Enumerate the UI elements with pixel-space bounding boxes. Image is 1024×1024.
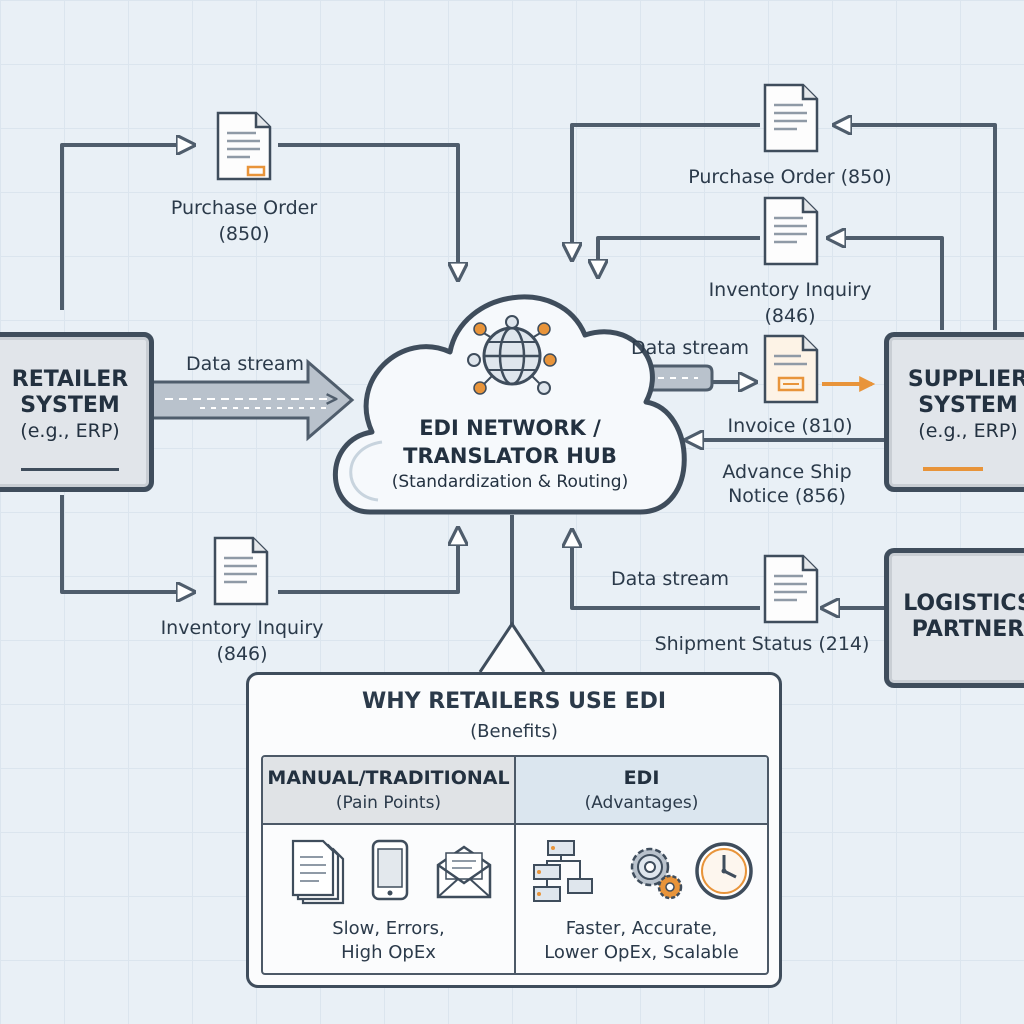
retailer-po-arrow-hub xyxy=(278,143,458,278)
retailer-stream-label: Data stream xyxy=(186,353,304,375)
envelope-icon xyxy=(436,845,492,899)
supplier-po-arrow-in xyxy=(836,125,997,330)
document-icon xyxy=(763,554,819,624)
document-icon xyxy=(763,196,819,266)
document-icon xyxy=(216,111,272,181)
retailer-inv-arrow-hub xyxy=(278,530,458,594)
supplier-title-2: SYSTEM xyxy=(918,393,1018,418)
logistics-title-2: PARTNER xyxy=(911,617,1024,642)
edi-title: EDI xyxy=(623,767,660,789)
retailer-inv-label: Inventory Inquiry xyxy=(161,617,324,639)
phone-icon xyxy=(371,839,409,901)
document-icon xyxy=(213,536,269,606)
supplier-inv-arrow-hub xyxy=(598,236,760,275)
flow-lines xyxy=(60,123,997,624)
supplier-stream-label: Data stream xyxy=(631,337,749,359)
edi-desc-1: Faster, Accurate, xyxy=(565,918,718,939)
supplier-inv-arrow-in xyxy=(830,238,944,330)
manual-description: Slow, Errors, High OpEx xyxy=(263,917,514,965)
manual-header: MANUAL/TRADITIONAL (Pain Points) xyxy=(263,757,514,825)
hub-label: EDI NETWORK / TRANSLATOR HUB (Standardiz… xyxy=(360,414,660,494)
edi-icons xyxy=(516,837,767,907)
hub-title-2: TRANSLATOR HUB xyxy=(403,444,617,468)
retailer-inv-code: (846) xyxy=(216,643,267,665)
callout-pointer xyxy=(478,621,546,673)
retailer-po-code: (850) xyxy=(218,223,269,245)
hub-subtitle: (Standardization & Routing) xyxy=(391,472,629,492)
manual-desc-2: High OpEx xyxy=(341,942,436,963)
logistics-arrow-hub xyxy=(572,532,760,610)
manual-icons xyxy=(263,837,514,907)
edi-hub-cloud xyxy=(333,294,687,515)
edi-column: EDI (Advantages) xyxy=(516,757,767,973)
supplier-system-box: SUPPLIER SYSTEM (e.g., ERP) xyxy=(884,332,1024,492)
globe-network-icon xyxy=(467,315,557,395)
benefits-panel: WHY RETAILERS USE EDI (Benefits) MANUAL/… xyxy=(246,672,782,988)
asn-code: Notice (856) xyxy=(728,485,846,507)
edi-desc-2: Lower OpEx, Scalable xyxy=(544,942,739,963)
logistics-title-1: LOGISTICS xyxy=(903,591,1024,616)
retailer-system-box: RETAILER SYSTEM (e.g., ERP) xyxy=(0,332,154,492)
edi-subtitle: (Advantages) xyxy=(584,793,699,813)
supplier-inv-label: Inventory Inquiry xyxy=(709,279,872,301)
document-icon xyxy=(763,334,819,404)
retailer-po-arrow-out xyxy=(60,145,192,310)
retailer-stream-arrow xyxy=(148,358,355,442)
clock-icon xyxy=(695,842,753,900)
benefits-comparison-table: MANUAL/TRADITIONAL (Pain Points) xyxy=(261,755,769,975)
logistics-partner-box: LOGISTICS PARTNER xyxy=(884,548,1024,688)
benefits-subtitle: (Benefits) xyxy=(470,721,558,742)
manual-column: MANUAL/TRADITIONAL (Pain Points) xyxy=(263,757,516,973)
supplier-subtitle: (e.g., ERP) xyxy=(918,420,1018,442)
monitor-accent-line xyxy=(923,467,983,471)
supplier-po-arrow-hub xyxy=(572,123,760,258)
manual-subtitle: (Pain Points) xyxy=(335,793,442,813)
retailer-po-label: Purchase Order xyxy=(171,197,318,219)
invoice-label: Invoice (810) xyxy=(727,415,852,437)
manual-desc-1: Slow, Errors, xyxy=(332,918,445,939)
shipment-label: Shipment Status (214) xyxy=(655,633,870,655)
retailer-subtitle: (e.g., ERP) xyxy=(20,420,120,442)
gears-icon xyxy=(630,847,683,900)
manual-title: MANUAL/TRADITIONAL xyxy=(267,767,510,789)
edi-description: Faster, Accurate, Lower OpEx, Scalable xyxy=(516,917,767,965)
supplier-title-1: SUPPLIER xyxy=(907,367,1024,392)
server-icon xyxy=(533,840,593,902)
paper-stack-icon xyxy=(291,839,345,905)
monitor-stand-line xyxy=(21,468,119,471)
retailer-title-2: SYSTEM xyxy=(20,393,120,418)
document-icon xyxy=(763,83,819,153)
supplier-inv-code: (846) xyxy=(764,305,815,327)
benefits-title: WHY RETAILERS USE EDI xyxy=(361,689,667,714)
asn-label: Advance Ship xyxy=(722,461,851,483)
logistics-stream-label: Data stream xyxy=(611,568,729,590)
supplier-po-label: Purchase Order (850) xyxy=(688,166,891,188)
retailer-inv-arrow-out xyxy=(60,495,192,592)
hub-title-1: EDI NETWORK / xyxy=(419,416,601,440)
edi-header: EDI (Advantages) xyxy=(516,757,767,825)
retailer-title-1: RETAILER xyxy=(11,367,129,392)
